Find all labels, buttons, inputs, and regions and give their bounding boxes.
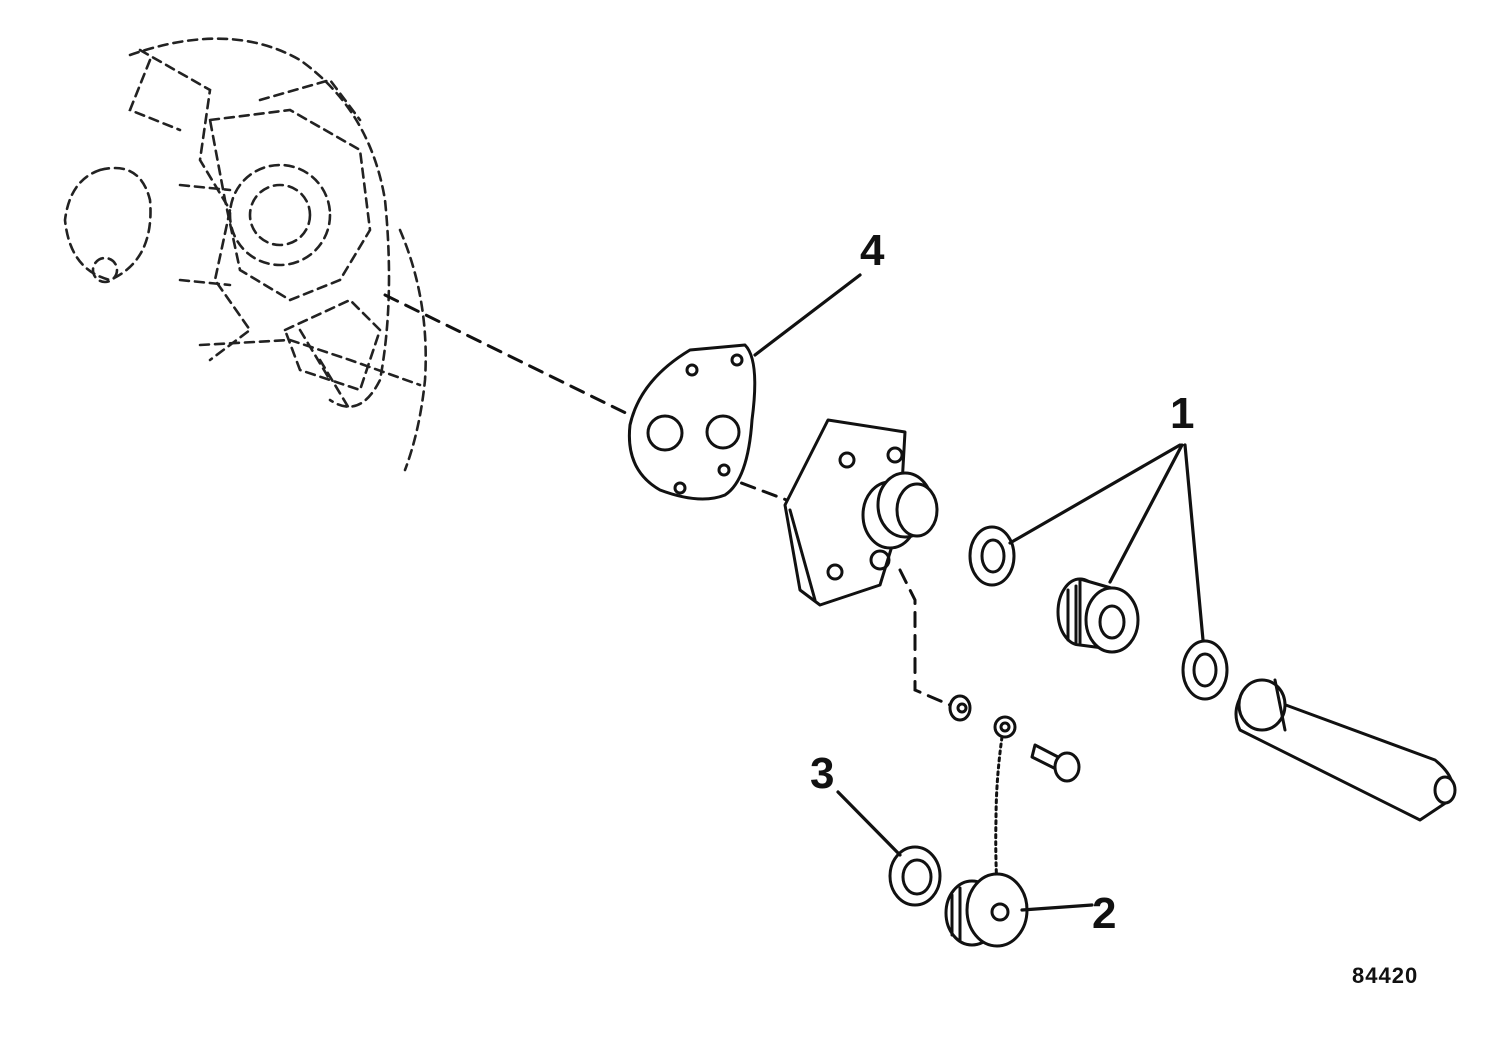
screw — [1030, 743, 1081, 783]
small-ring — [948, 694, 972, 722]
figure-number: 84420 — [1352, 963, 1418, 988]
leader-lines — [753, 273, 1205, 912]
callout-4: 4 — [860, 226, 885, 275]
bearing — [1056, 577, 1140, 654]
cover-plate — [783, 418, 939, 607]
gasket — [627, 343, 757, 501]
callout-2: 2 — [1092, 889, 1116, 938]
callout-1: 1 — [1170, 389, 1194, 438]
washer-upper — [968, 525, 1016, 587]
washer-lower — [1181, 639, 1229, 701]
sleeve — [1234, 678, 1457, 822]
plug-with-chain — [944, 715, 1029, 948]
phantom-housing — [63, 37, 428, 472]
callout-3: 3 — [810, 749, 834, 798]
seal — [888, 845, 942, 907]
